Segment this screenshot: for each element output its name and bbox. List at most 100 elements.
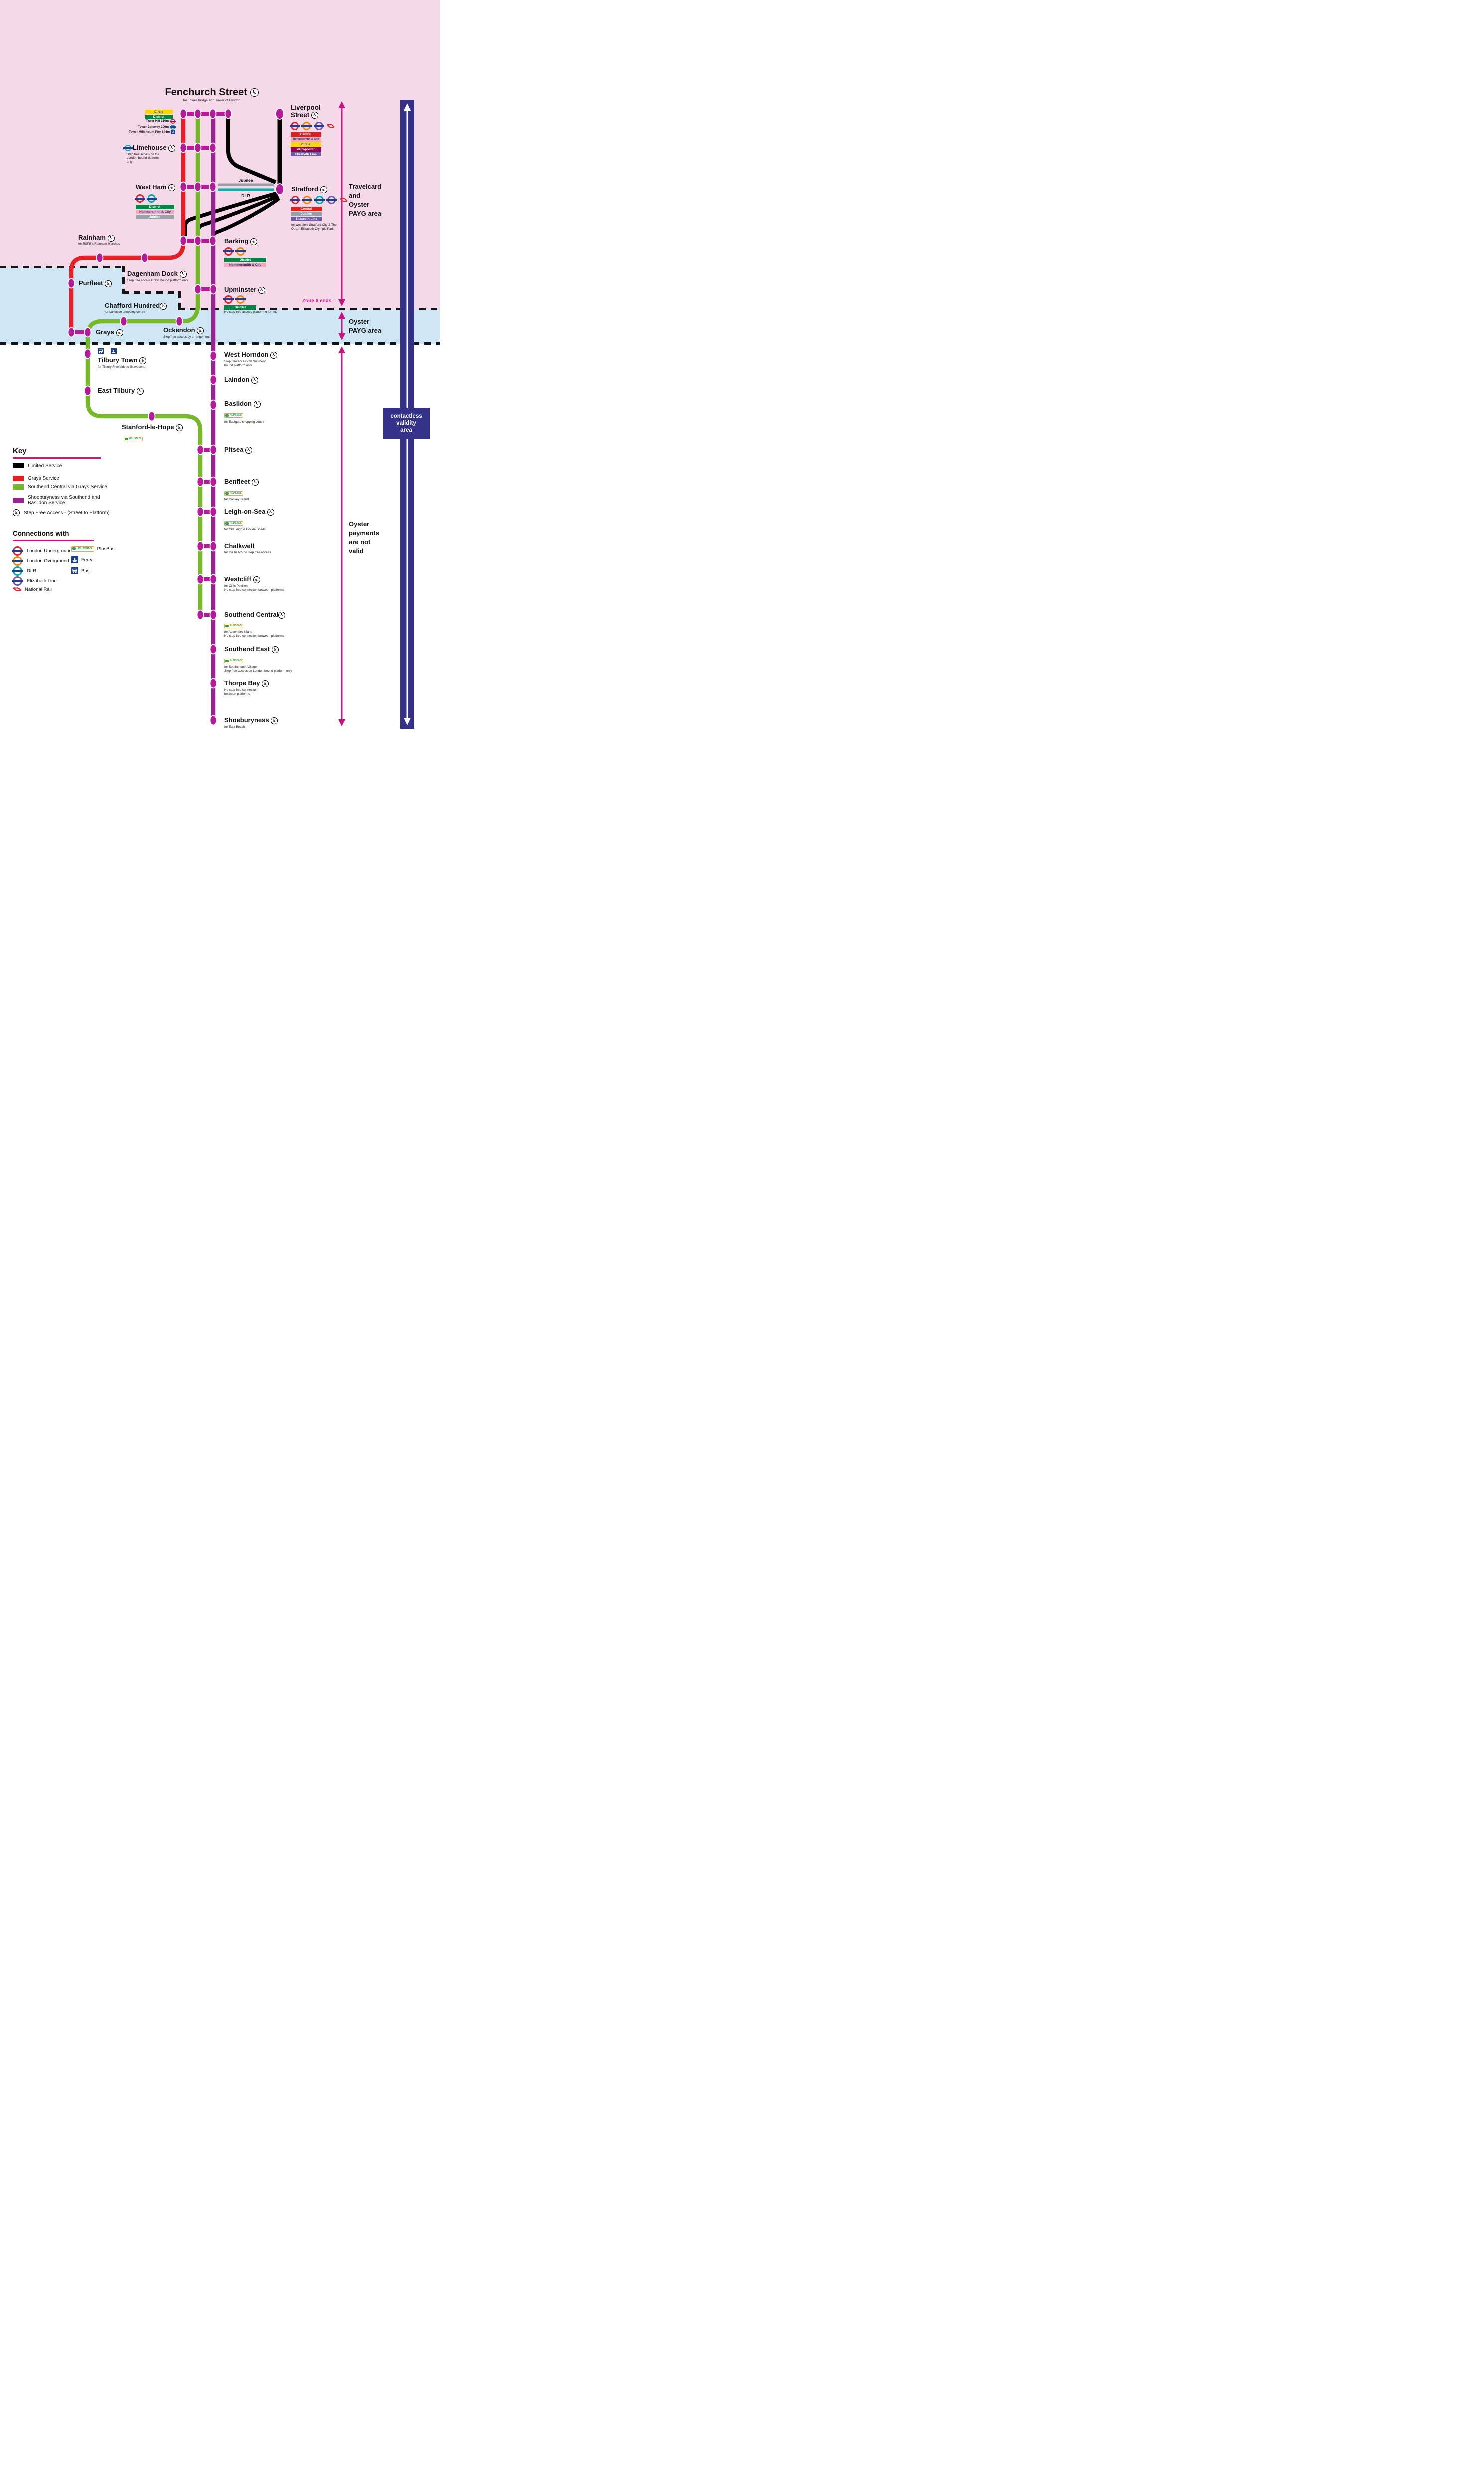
station-name: Fenchurch Street ♿ bbox=[165, 87, 259, 98]
overground-roundel-icon bbox=[301, 121, 312, 130]
station-dot-barking bbox=[209, 235, 217, 246]
station-label-grays: Grays ♿ bbox=[96, 328, 123, 336]
zone-boundary-dash bbox=[122, 266, 125, 293]
station-dot-purfleet bbox=[67, 278, 75, 289]
dlr-roundel-icon bbox=[170, 124, 176, 130]
step-free-icon: ♿ bbox=[258, 286, 265, 294]
key-item-southend-via-grays: Southend Central via Grays Service bbox=[13, 484, 107, 490]
station-label-shoeburyness: Shoeburyness ♿ for East Beach bbox=[224, 716, 278, 729]
overground-roundel-icon bbox=[12, 556, 23, 566]
underground-roundel-icon bbox=[135, 194, 145, 203]
station-name: Ockendon bbox=[163, 326, 195, 334]
connections-title: Connections with bbox=[13, 530, 69, 537]
central-badge: Central bbox=[291, 132, 321, 137]
dlr-roundel-icon bbox=[123, 145, 133, 152]
station-dot-chalkwell bbox=[209, 541, 217, 552]
step-free-icon: ♿ bbox=[253, 400, 261, 408]
station-label-leigh-on-sea: Leigh-on-Sea ♿ PLUSBUS for Old Leigh & C… bbox=[224, 508, 274, 532]
elizabeth-badge: Elizabeth Line bbox=[291, 152, 321, 157]
station-label-westcliff: Westcliff ♿ for Cliffs Pavilion No step … bbox=[224, 575, 284, 592]
step-free-icon: ♿ bbox=[251, 376, 259, 384]
zone-boundary-dash bbox=[178, 308, 440, 310]
circle-badge: Circle bbox=[145, 110, 173, 114]
connection-label: Bus bbox=[81, 568, 90, 574]
fenchurch-badges: Circle District bbox=[145, 110, 173, 120]
connection-underground: London Underground bbox=[12, 546, 72, 556]
overground-roundel-icon bbox=[235, 295, 246, 304]
station-subtitle: Step free access by arrangement bbox=[163, 335, 210, 339]
connection-label: London Underground bbox=[27, 548, 72, 554]
district-badge: District bbox=[224, 305, 256, 310]
hammersmith-city-badge: Hammersmith & City bbox=[136, 210, 174, 214]
limited-service-swatch bbox=[13, 463, 24, 468]
station-dot-limehouse bbox=[209, 142, 217, 153]
tilbury-town-icons bbox=[98, 348, 117, 357]
station-name: Barking bbox=[224, 237, 249, 245]
plusbus-logo: PLUSBUS bbox=[224, 658, 243, 663]
underground-roundel-icon bbox=[12, 546, 23, 556]
station-label-dagenham-dock: Dagenham Dock ♿ Step free access Grays b… bbox=[127, 270, 188, 283]
connection-label: PlusBus bbox=[97, 546, 115, 552]
connection-dlr: DLR bbox=[12, 566, 36, 576]
station-name: Liverpool bbox=[291, 104, 321, 111]
station-name: West Horndon bbox=[224, 351, 269, 358]
station-label-chalkwell: Chalkwell for the beach no step free acc… bbox=[224, 542, 271, 555]
connection-bus: Bus bbox=[71, 567, 89, 574]
key-label: Southend Central via Grays Service bbox=[28, 484, 107, 490]
step-free-icon: ♿ bbox=[311, 112, 319, 119]
shoeburyness-service-swatch bbox=[13, 497, 24, 503]
step-free-icon: ♿ bbox=[197, 327, 204, 334]
station-name: Upminster bbox=[224, 286, 257, 293]
station-label-east-tilbury: East Tilbury ♿ bbox=[98, 387, 144, 395]
station-label-west-horndon: West Horndon ♿ Step free access on South… bbox=[224, 351, 278, 368]
station-name: Westcliff bbox=[224, 575, 251, 583]
station-label-tilbury-town: Tilbury Town ♿ for Tilbury Riverside to … bbox=[98, 356, 147, 369]
oyster-zone-blue bbox=[179, 309, 440, 344]
station-name: Leigh-on-Sea bbox=[224, 508, 266, 515]
station-dot-westcliff bbox=[209, 574, 217, 585]
station-dot-west-ham bbox=[179, 181, 187, 192]
station-dot-basildon bbox=[209, 399, 217, 410]
bus-icon bbox=[98, 348, 104, 354]
station-dot-tilbury-town bbox=[84, 348, 92, 359]
station-subtitle: for Adventure Island bbox=[224, 630, 253, 634]
station-name: Rainham bbox=[78, 234, 106, 241]
station-dot-shoeburyness bbox=[209, 715, 217, 726]
connection-label: Ferry bbox=[81, 557, 93, 563]
contactless-arrowhead bbox=[404, 718, 411, 725]
step-free-icon: ♿ bbox=[13, 509, 20, 516]
underground-roundel-icon bbox=[223, 295, 234, 304]
step-free-icon: ♿ bbox=[168, 184, 175, 191]
bus-icon bbox=[71, 567, 78, 574]
area-line: Oyster bbox=[349, 201, 370, 208]
station-dot-pitsea bbox=[196, 444, 204, 455]
station-name: Stratford bbox=[291, 185, 318, 193]
station-label-upminster: Upminster ♿ District No step free access… bbox=[223, 286, 277, 314]
station-label-purfleet: Purfleet ♿ bbox=[79, 279, 112, 287]
station-name: Chalkwell bbox=[224, 542, 254, 550]
station-name: Benfleet bbox=[224, 478, 250, 485]
southend-via-grays-line bbox=[85, 115, 203, 615]
station-label-fenchurch-street: Fenchurch Street ♿ for Tower Bridge and … bbox=[145, 87, 279, 103]
plusbus-logo: PLUSBUS bbox=[224, 623, 243, 628]
station-subtitle: for the beach no step free access bbox=[224, 551, 271, 554]
arrowhead bbox=[338, 346, 345, 353]
national-rail-icon bbox=[340, 198, 348, 202]
step-free-icon: ♿ bbox=[136, 387, 144, 395]
station-dot-rainham bbox=[96, 252, 104, 263]
area-line: payments bbox=[349, 529, 379, 537]
connection-label: National Rail bbox=[25, 586, 52, 592]
travelcard-area-label: Travelcard and Oyster PAYG area bbox=[349, 182, 381, 218]
national-rail-icon bbox=[327, 124, 335, 128]
station-note: No step free connection between platform… bbox=[224, 588, 284, 592]
link-label: Tower Hill 150m bbox=[146, 119, 169, 123]
station-label-liverpool-street: Liverpool Street ♿ Central Hammersmith &… bbox=[290, 104, 335, 157]
station-label-benfleet: Benfleet ♿ PLUSBUS for Canvey Island bbox=[224, 478, 259, 502]
station-name: Thorpe Bay bbox=[224, 679, 260, 687]
step-free-icon: ♿ bbox=[262, 680, 269, 687]
station-dot-dagenham-dock bbox=[141, 252, 148, 263]
district-badge: District bbox=[145, 115, 173, 119]
southend-via-grays-swatch bbox=[13, 484, 24, 490]
station-subtitle: for East Beach bbox=[224, 725, 245, 729]
step-free-icon: ♿ bbox=[105, 280, 112, 287]
